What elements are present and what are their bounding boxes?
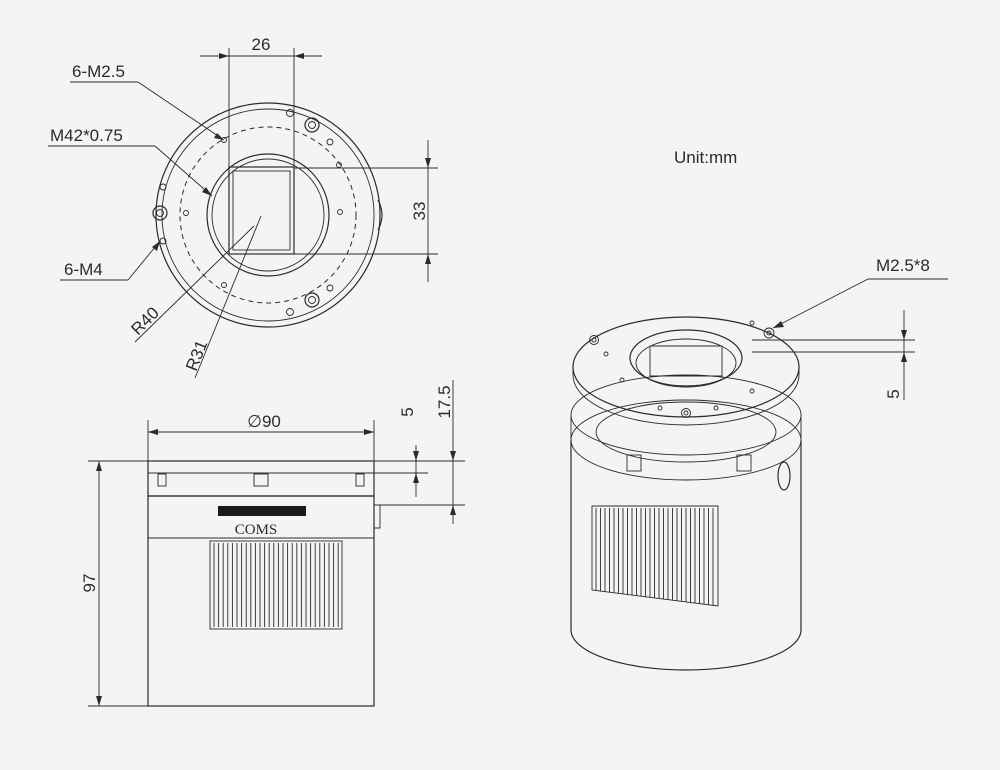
iso-body: [570, 440, 802, 671]
unit-label: Unit:mm: [674, 148, 737, 167]
callout-holes-m4: 6-M4: [64, 260, 103, 279]
dim-height-label: 33: [410, 202, 429, 221]
side-view: COMS ∅90 97 5 17.5: [80, 380, 465, 707]
dim-plate-label: 5: [884, 389, 903, 398]
m25-holes: [159, 109, 343, 316]
bolt-circle-r40: [179, 126, 357, 304]
dim-diameter-label: ∅90: [247, 412, 281, 431]
inner-bore-edge: [211, 158, 325, 272]
sensor-bar: [218, 506, 306, 516]
sensor-window-inner: [232, 170, 291, 251]
callout-thread: M42*0.75: [50, 126, 123, 145]
camera-body: [147, 495, 375, 707]
side-port: [374, 504, 381, 529]
dim-width-label: 26: [252, 35, 271, 54]
top-view: 26 33 6-M2.5 M42*0.75 6-M4 R40 R31: [48, 35, 438, 379]
callout-screw: M2.5*8: [876, 256, 930, 275]
iso-view: M2.5*8 5: [570, 256, 948, 671]
outer-ring: [155, 102, 381, 328]
iso-aperture: [629, 329, 743, 387]
heat-sink: [209, 540, 343, 630]
inner-bore: [206, 153, 330, 277]
m4-holes: [152, 117, 320, 308]
outer-ring-inner-edge: [161, 108, 375, 322]
radius-outer-label: R40: [127, 303, 162, 338]
dim-flange-label: 5: [398, 407, 417, 416]
heat-sink-fins: [213, 543, 339, 627]
callout-holes-m25: 6-M2.5: [72, 62, 125, 81]
radius-inner-label: R31: [182, 337, 211, 373]
iso-heat-sink-fins: [595, 508, 714, 606]
sensor-label: COMS: [235, 522, 278, 538]
dim-sensor-depth-label: 17.5: [435, 385, 454, 418]
iso-screws: [589, 320, 775, 418]
iso-side-port: [777, 461, 791, 491]
dim-height-label: 97: [80, 574, 99, 593]
sensor-window: [228, 166, 295, 255]
flange: [147, 460, 375, 497]
iso-heat-sink: [591, 505, 719, 607]
side-knob: [377, 199, 383, 231]
